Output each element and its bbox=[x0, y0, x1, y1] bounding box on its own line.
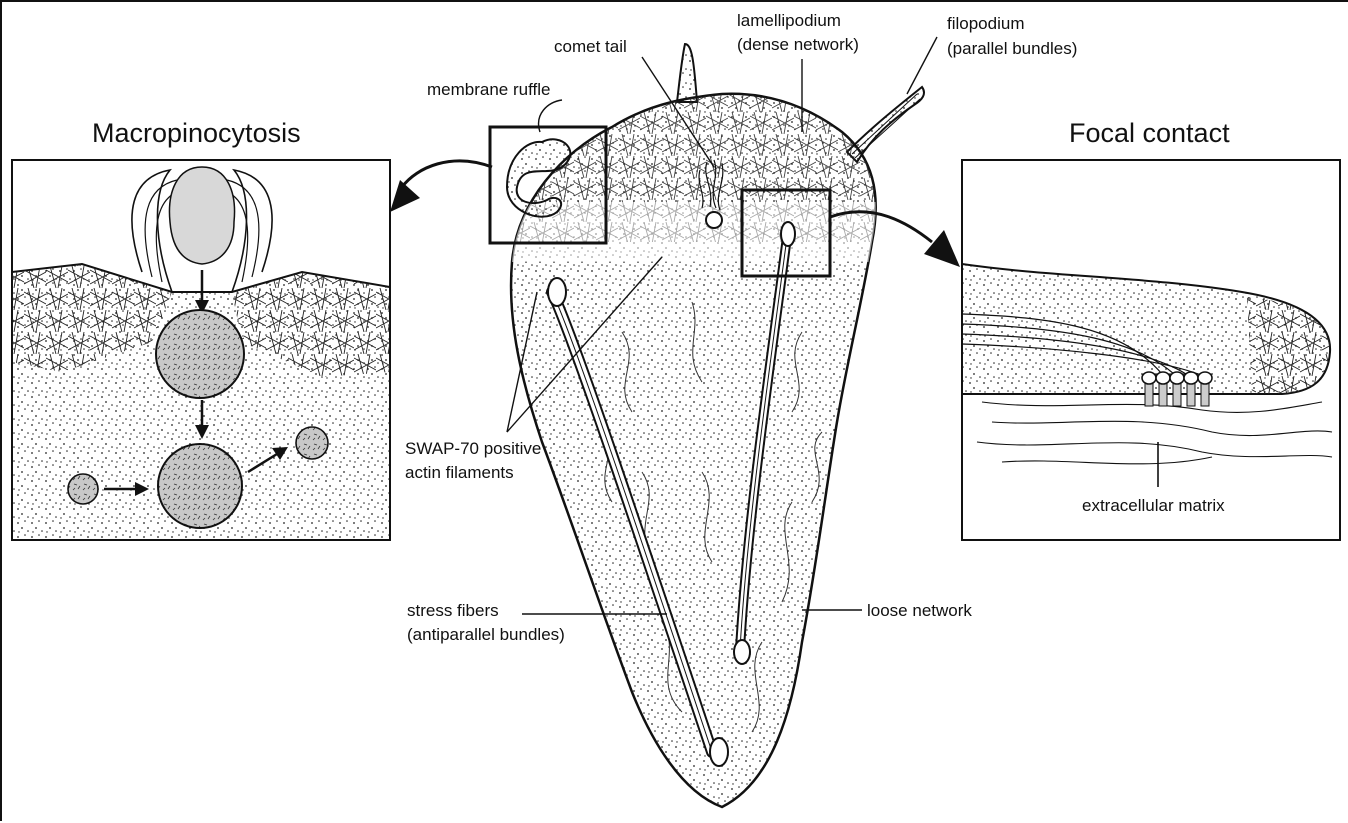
top-spike bbox=[675, 42, 699, 103]
integrin-clusters bbox=[1141, 371, 1213, 407]
membrane-ruffle-label: membrane ruffle bbox=[427, 80, 550, 99]
macropinosome-2 bbox=[157, 443, 243, 529]
stress-fibers-label: stress fibers bbox=[407, 601, 499, 620]
loose-network-label: loose network bbox=[867, 601, 972, 620]
focal-contact-title: Focal contact bbox=[1069, 118, 1230, 148]
extracellular-matrix-fibers bbox=[976, 401, 1333, 465]
swap70-sublabel: actin filaments bbox=[405, 463, 514, 482]
lamellipodium-label: lamellipodium bbox=[737, 11, 841, 30]
macropinosome-1 bbox=[155, 309, 245, 399]
membrane-ruffle bbox=[505, 138, 572, 218]
filopodium-label: filopodium bbox=[947, 14, 1025, 33]
macropinocytosis-title: Macropinocytosis bbox=[92, 118, 301, 148]
arrow-to-focal-contact bbox=[829, 210, 933, 244]
small-vesicle-in bbox=[67, 473, 99, 505]
extracellular-matrix-label: extracellular matrix bbox=[1082, 496, 1225, 515]
macropinocytosis-panel bbox=[11, 159, 391, 541]
comet-tail bbox=[698, 159, 724, 211]
lamellipodium-sublabel: (dense network) bbox=[737, 35, 859, 54]
leader-lines bbox=[506, 36, 938, 615]
comet-tail-label: comet tail bbox=[554, 37, 627, 56]
stress-fiber-right bbox=[733, 221, 796, 665]
comet-bead bbox=[705, 211, 723, 229]
ruffle-inset-box bbox=[488, 125, 608, 245]
arrow-to-macropinocytosis bbox=[400, 159, 493, 188]
forming-vesicle bbox=[168, 166, 236, 265]
stress-fibers-sublabel: (antiparallel bundles) bbox=[407, 625, 565, 644]
stress-fiber-left bbox=[546, 277, 729, 767]
filopodium-sublabel: (parallel bundles) bbox=[947, 39, 1077, 58]
swap70-label: SWAP-70 positive bbox=[405, 439, 541, 458]
focal-contact-panel bbox=[961, 159, 1341, 541]
small-vesicle-out bbox=[295, 426, 329, 460]
central-cell bbox=[488, 42, 925, 809]
focal-inset-box bbox=[740, 188, 832, 278]
